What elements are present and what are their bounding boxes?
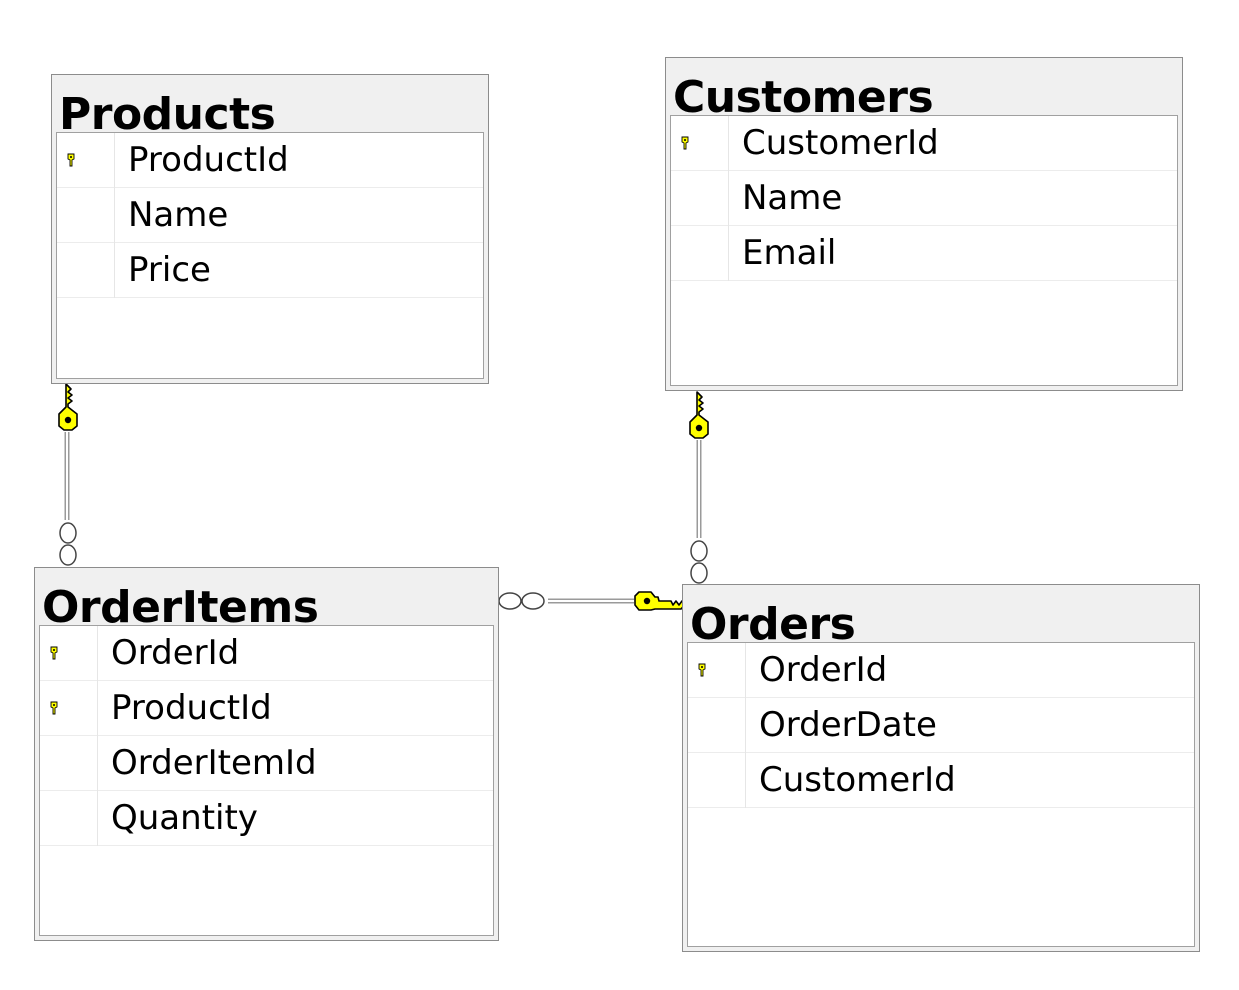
row-selector[interactable] — [688, 753, 746, 808]
column-row[interactable]: Name — [57, 188, 483, 243]
row-selector[interactable] — [688, 698, 746, 753]
table-title: Products — [59, 89, 276, 140]
column-name: Price — [128, 250, 211, 290]
column-row[interactable]: OrderId — [688, 643, 1194, 698]
infinity-icon — [59, 522, 77, 566]
column-name: ProductId — [128, 140, 289, 180]
table-customers[interactable]: Customers CustomerId Name Email — [665, 57, 1183, 391]
column-name: CustomerId — [759, 760, 956, 800]
primary-key-icon — [50, 646, 58, 660]
column-row[interactable]: ProductId — [40, 681, 493, 736]
column-list: OrderId OrderDate CustomerId — [687, 642, 1195, 947]
column-list: ProductId Name Price — [56, 132, 484, 379]
column-row[interactable]: OrderDate — [688, 698, 1194, 753]
key-icon — [689, 391, 709, 439]
row-selector[interactable] — [40, 791, 98, 846]
column-row[interactable]: CustomerId — [671, 116, 1177, 171]
row-selector[interactable] — [40, 681, 98, 736]
column-name: CustomerId — [742, 123, 939, 163]
row-selector[interactable] — [57, 188, 115, 243]
primary-key-icon — [50, 701, 58, 715]
column-name: ProductId — [111, 688, 272, 728]
table-title: Orders — [690, 599, 856, 650]
key-icon — [58, 383, 78, 431]
table-products[interactable]: Products ProductId Name Price — [51, 74, 489, 384]
row-selector[interactable] — [57, 133, 115, 188]
row-selector[interactable] — [40, 626, 98, 681]
table-orderitems[interactable]: OrderItems OrderId Product — [34, 567, 499, 941]
row-selector[interactable] — [688, 643, 746, 698]
infinity-icon — [498, 592, 545, 610]
table-title: Customers — [673, 72, 934, 123]
infinity-icon — [690, 540, 708, 584]
row-selector[interactable] — [671, 116, 729, 171]
table-orders[interactable]: Orders OrderId OrderDate CustomerId — [682, 584, 1200, 952]
column-name: OrderDate — [759, 705, 937, 745]
column-row[interactable]: Name — [671, 171, 1177, 226]
column-list: OrderId ProductId OrderItemId Quantity — [39, 625, 494, 936]
column-row[interactable]: Quantity — [40, 791, 493, 846]
primary-key-icon — [67, 153, 75, 167]
row-selector[interactable] — [671, 226, 729, 281]
row-selector[interactable] — [671, 171, 729, 226]
column-row[interactable]: Email — [671, 226, 1177, 281]
column-row[interactable]: ProductId — [57, 133, 483, 188]
column-name: OrderId — [111, 633, 240, 673]
column-name: OrderItemId — [111, 743, 317, 783]
column-name: Email — [742, 233, 837, 273]
table-title: OrderItems — [42, 582, 319, 633]
relationship-products-orderitems — [58, 383, 78, 566]
primary-key-icon — [698, 663, 706, 677]
column-row[interactable]: OrderId — [40, 626, 493, 681]
column-row[interactable]: OrderItemId — [40, 736, 493, 791]
row-selector[interactable] — [40, 736, 98, 791]
column-row[interactable]: CustomerId — [688, 753, 1194, 808]
key-icon — [634, 591, 686, 611]
relationship-customers-orders — [689, 391, 709, 584]
column-name: Name — [128, 195, 229, 235]
column-name: OrderId — [759, 650, 888, 690]
row-selector[interactable] — [57, 243, 115, 298]
column-row[interactable]: Price — [57, 243, 483, 298]
primary-key-icon — [681, 136, 689, 150]
column-name: Name — [742, 178, 843, 218]
column-list: CustomerId Name Email — [670, 115, 1178, 386]
column-name: Quantity — [111, 798, 258, 838]
relationship-orders-orderitems — [498, 591, 686, 611]
